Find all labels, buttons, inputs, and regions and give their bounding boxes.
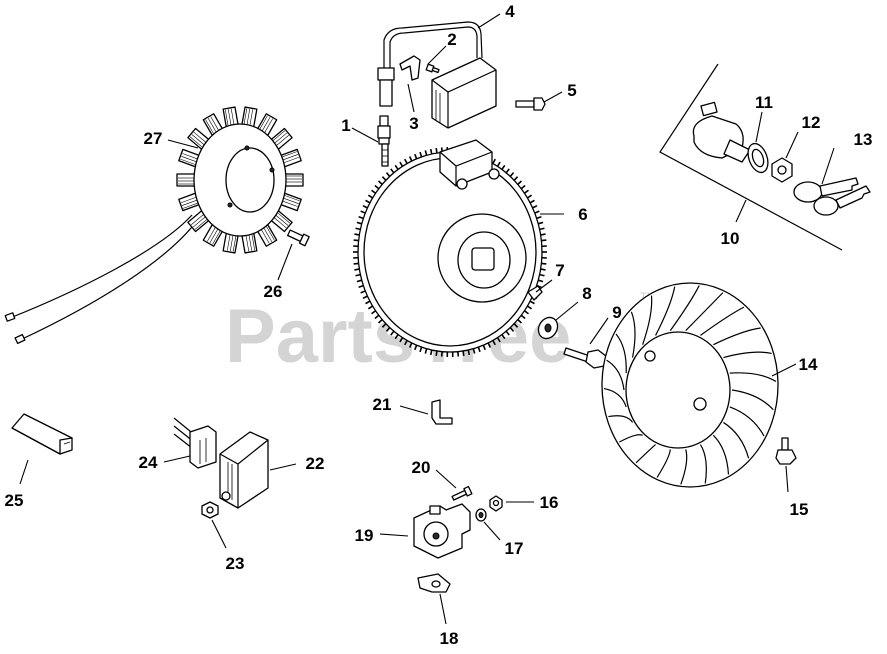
nut-16-part[interactable] xyxy=(489,495,503,512)
flywheel-screen-part[interactable] xyxy=(601,282,779,488)
switch-lockwasher-part[interactable] xyxy=(744,141,771,175)
ignition-keys-part[interactable] xyxy=(793,177,871,216)
callout-26[interactable]: 26 xyxy=(264,282,283,301)
callout-15[interactable]: 15 xyxy=(790,500,809,519)
callout-17[interactable]: 17 xyxy=(505,539,524,558)
callout-labels: 1 2 3 4 5 6 7 8 9 10 11 12 13 14 15 16 1… xyxy=(5,2,873,648)
callout-25[interactable]: 25 xyxy=(5,491,24,510)
plug-25-part[interactable] xyxy=(11,413,73,455)
callout-3[interactable]: 3 xyxy=(409,114,418,133)
module-bolt-part[interactable] xyxy=(515,97,546,111)
ignition-switch-part[interactable] xyxy=(692,101,751,163)
stator-part[interactable] xyxy=(4,106,304,345)
stator-bolt-part[interactable] xyxy=(287,228,310,247)
ignition-switch-kit-group xyxy=(659,63,843,251)
callout-1[interactable]: 1 xyxy=(341,116,350,135)
leader-lines xyxy=(19,13,835,625)
callout-14[interactable]: 14 xyxy=(799,355,818,374)
callout-9[interactable]: 9 xyxy=(612,303,621,322)
screen-screw-part[interactable] xyxy=(775,437,797,465)
rectifier-assembly-part[interactable] xyxy=(413,503,471,559)
bracket-21-part[interactable] xyxy=(431,399,453,425)
callout-11[interactable]: 11 xyxy=(755,93,773,112)
callout-19[interactable]: 19 xyxy=(355,526,374,545)
rectifier-regulator-part[interactable] xyxy=(219,431,269,509)
callout-23[interactable]: 23 xyxy=(226,554,245,573)
callout-8[interactable]: 8 xyxy=(582,284,591,303)
ignition-module-part[interactable] xyxy=(377,21,497,129)
callout-7[interactable]: 7 xyxy=(555,261,564,280)
callout-22[interactable]: 22 xyxy=(306,454,325,473)
clip-18-part[interactable] xyxy=(417,573,451,593)
spark-plug-part[interactable] xyxy=(377,115,391,167)
callout-5[interactable]: 5 xyxy=(567,81,576,100)
callout-2[interactable]: 2 xyxy=(447,30,456,49)
flywheel-part[interactable] xyxy=(353,139,547,357)
callout-18[interactable]: 18 xyxy=(440,629,459,648)
flywheel-washer-part[interactable] xyxy=(535,314,562,342)
callout-21[interactable]: 21 xyxy=(373,395,392,414)
callout-16[interactable]: 16 xyxy=(540,493,559,512)
callout-24[interactable]: 24 xyxy=(139,453,158,472)
wire-connector-part[interactable] xyxy=(173,417,217,469)
callout-6[interactable]: 6 xyxy=(578,205,587,224)
callout-4[interactable]: 4 xyxy=(505,2,515,21)
clip-screw-part[interactable] xyxy=(425,63,440,74)
callout-13[interactable]: 13 xyxy=(854,130,873,149)
lead-clip-part[interactable] xyxy=(399,55,421,81)
callout-12[interactable]: 12 xyxy=(802,113,821,132)
callout-10[interactable]: 10 xyxy=(721,229,740,248)
callout-27[interactable]: 27 xyxy=(144,129,163,148)
switch-nut-part[interactable] xyxy=(771,157,793,183)
callout-20[interactable]: 20 xyxy=(412,458,431,477)
regulator-screw-part[interactable] xyxy=(201,501,219,519)
rectifier-screw-part[interactable] xyxy=(451,485,473,502)
washer-17-part[interactable] xyxy=(475,508,487,522)
